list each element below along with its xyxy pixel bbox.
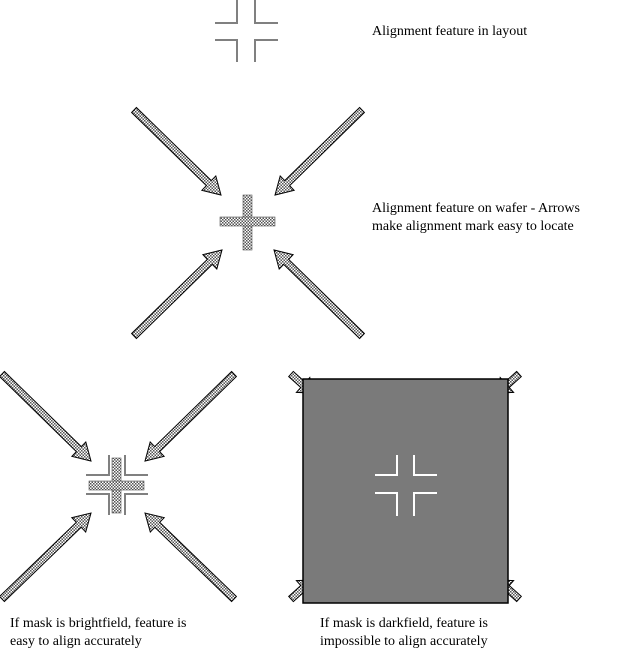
wafer-arrow-4: [273, 249, 366, 340]
darkfield-mask: [302, 378, 509, 604]
wafer-arrow-3: [130, 249, 223, 340]
layout-alignment-mark: [215, 0, 278, 62]
caption-wafer: Alignment feature on wafer - Arrows make…: [372, 200, 580, 236]
caption-wafer-line1: Alignment feature on wafer - Arrows: [372, 201, 580, 216]
brightfield-wafer-cross: [88, 457, 145, 514]
wafer-arrows: [130, 106, 366, 340]
brightfield-layout-mark: [86, 455, 148, 515]
caption-darkfield-line2: impossible to align accurately: [320, 634, 488, 649]
caption-layout: Alignment feature in layout: [372, 23, 527, 41]
darkfield-window-mark: [375, 455, 437, 516]
caption-layout-text: Alignment feature in layout: [372, 24, 528, 39]
caption-darkfield-line1: If mask is darkfield, feature is: [320, 616, 488, 631]
caption-wafer-line2: make alignment mark easy to locate: [372, 219, 574, 234]
caption-brightfield-line2: easy to align accurately: [10, 634, 142, 649]
brightfield-overlay: [86, 455, 148, 515]
brightfield-arrow-4: [144, 512, 238, 603]
caption-brightfield-line1: If mask is brightfield, feature is: [10, 616, 187, 631]
wafer-arrow-1: [130, 106, 222, 196]
brightfield-arrows: [0, 370, 238, 603]
wafer-alignment-mark: [219, 194, 276, 251]
caption-brightfield: If mask is brightfield, feature is easy …: [10, 615, 187, 651]
brightfield-arrow-3: [0, 512, 92, 603]
wafer-arrow-2: [274, 106, 366, 196]
caption-darkfield: If mask is darkfield, feature is impossi…: [320, 615, 488, 651]
brightfield-arrow-2: [144, 370, 238, 462]
brightfield-arrow-1: [0, 370, 92, 462]
